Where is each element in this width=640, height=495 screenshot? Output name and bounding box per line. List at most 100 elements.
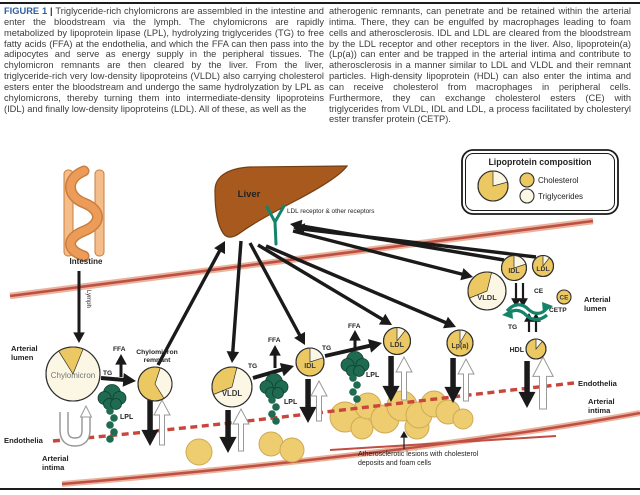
arterial-intima-left-line1: Arterial: [42, 454, 69, 463]
cetp-exchange-arrow-right: [505, 303, 549, 315]
arrow-ldl-into-intima: [382, 356, 400, 402]
chylomicron-remnant-label-line1: Chylomicron: [136, 349, 178, 356]
ce-particle: CE: [556, 289, 572, 305]
plaque-blob-13: [452, 408, 474, 430]
idl-pie-lower: IDL: [295, 347, 325, 377]
arterial-lumen-right-line2: lumen: [584, 304, 607, 313]
arrow-hdl-into-intima: [518, 361, 536, 408]
ce-particle-label: CE: [559, 295, 569, 302]
vldl-pie-lower-label: VLDL: [222, 389, 243, 398]
arrow-ffa-1: [115, 354, 127, 377]
ce-label: CE: [534, 288, 544, 295]
lpa-pie: Lp(a): [446, 329, 474, 357]
lpa-pie-label: Lp(a): [451, 343, 468, 350]
idl-pie-lower-label: IDL: [304, 361, 316, 370]
arrow-ce-down-1: [511, 283, 521, 307]
chylomicron-remnant-pie: [137, 366, 173, 402]
line-remnant-to-liver: [156, 241, 225, 366]
chylomicron-remnant-label-line2: remnant: [144, 357, 172, 364]
ldl-pie-lower-label: LDL: [390, 340, 405, 349]
intestine-coil: [66, 167, 102, 260]
lpl-enzyme-icon-2: [259, 373, 289, 425]
figure-number-label: FIGURE 1: [4, 6, 48, 16]
arrow-ffa-2: [269, 345, 281, 368]
arrow-lpa-out-of-intima: [457, 357, 475, 402]
vldl-pie-upper: VLDL: [467, 271, 507, 311]
legend-title: Lipoprotein composition: [488, 157, 591, 167]
cetp-arrowhead-right: [542, 302, 553, 313]
arrow-idl-into-intima: [299, 379, 317, 423]
legend-pie: [477, 170, 509, 202]
lpl-label-3: LPL: [366, 372, 380, 379]
arterial-intima-right-line2: intima: [588, 406, 611, 415]
tg-label-2: TG: [248, 363, 257, 370]
arterial-lumen-left-line2: lumen: [11, 353, 34, 362]
plaque-blob-2: [258, 431, 284, 457]
ffa-label-3: FFA: [348, 323, 361, 330]
legend-label-cholesterol: Cholesterol: [538, 176, 579, 185]
line-ldl-upper-to-receptor: [293, 223, 537, 259]
lesion-label-line1: Atherosclerotic lesions with cholesterol: [358, 451, 479, 458]
arrow-tg-up-2: [531, 313, 541, 332]
vldl-pie-lower: VLDL: [211, 366, 253, 408]
arrow-vldl-into-intima: [219, 410, 237, 453]
caption-left-text: Triglyceride-rich chylomicrons are assem…: [4, 6, 324, 114]
arrow-idl-to-ldl: [324, 339, 382, 358]
tg-label-4: TG: [508, 324, 517, 331]
artery-wall-bottom-line-2: [329, 435, 557, 451]
figure-top-rule: [0, 2, 640, 5]
ldl-pie-upper: LDL: [531, 254, 555, 278]
arrow-hdl-out-of-intima: [531, 355, 555, 410]
arrow-remnant-into-intima: [141, 396, 159, 446]
caption-separator: |: [47, 6, 56, 16]
cetp-arrowhead-left: [502, 309, 513, 319]
vldl-pie-upper-label: VLDL: [477, 293, 497, 302]
lesion-label-line2: deposits and foam cells: [358, 460, 432, 467]
lpl-label-2: LPL: [284, 399, 298, 406]
line-liver-to-lpa: [265, 244, 456, 329]
arrow-vldl-out-of-intima: [232, 407, 250, 452]
arrow-ffa-3: [349, 330, 361, 349]
legend-swatch-cholesterol: [519, 172, 535, 188]
artery-wall-top-line: [9, 219, 594, 298]
chylomicron-uturn-arrow: [60, 412, 90, 446]
lpl-enzyme-icon-3: [340, 351, 370, 403]
figure-caption-left-column: FIGURE 1 | Triglyceride-rich chylomicron…: [4, 6, 324, 114]
endothelia-right-label: Endothelia: [578, 379, 618, 388]
legend-swatch-triglycerides: [519, 188, 535, 204]
legend-label-triglycerides: Triglycerides: [538, 192, 583, 201]
arrow-ldl-out-of-intima: [395, 355, 413, 401]
idl-pie-upper: IDL: [500, 254, 528, 282]
legend-box-inner-border: [465, 153, 615, 211]
ldl-pie-upper-label: LDL: [536, 266, 549, 273]
tg-label-1: TG: [103, 370, 112, 377]
plaque-blob-5: [350, 416, 374, 440]
ffa-label-2: FFA: [268, 337, 281, 344]
hdl-label: HDL: [510, 347, 525, 354]
liver-shape: [214, 165, 349, 238]
cetp-label: CETP: [549, 307, 567, 314]
tg-label-3: TG: [322, 345, 331, 352]
figure-bottom-rule: [0, 488, 640, 491]
arrow-lpa-into-intima: [444, 358, 462, 403]
plaque-blob-1: [185, 438, 213, 466]
chylomicron-uturn-arrowhead: [79, 404, 93, 418]
lpl-enzyme-icon-1: [97, 384, 127, 443]
arterial-lumen-right-line1: Arterial: [584, 295, 611, 304]
liver-label: Liver: [238, 189, 261, 200]
arterial-intima-right-line1: Arterial: [588, 397, 615, 406]
line-liver-to-ldl: [257, 243, 392, 325]
lymph-line: [73, 271, 85, 343]
lesion-pointer-arrow: [400, 431, 408, 449]
artery-wall-bottom-line: [61, 411, 640, 486]
ldl-receptor-label: LDL receptor & other receptors: [287, 208, 375, 215]
endothelia-dashed-line: [52, 381, 575, 443]
line-liver-to-vldl-upper: [292, 229, 473, 281]
line-liver-to-vldl: [226, 240, 243, 363]
chylomicron-pie: Chylomicron: [45, 346, 101, 402]
arrow-vldl-to-idl: [252, 363, 294, 380]
arrow-remnant-out-of-intima: [153, 398, 171, 446]
lymph-label: Lymph: [85, 290, 91, 308]
